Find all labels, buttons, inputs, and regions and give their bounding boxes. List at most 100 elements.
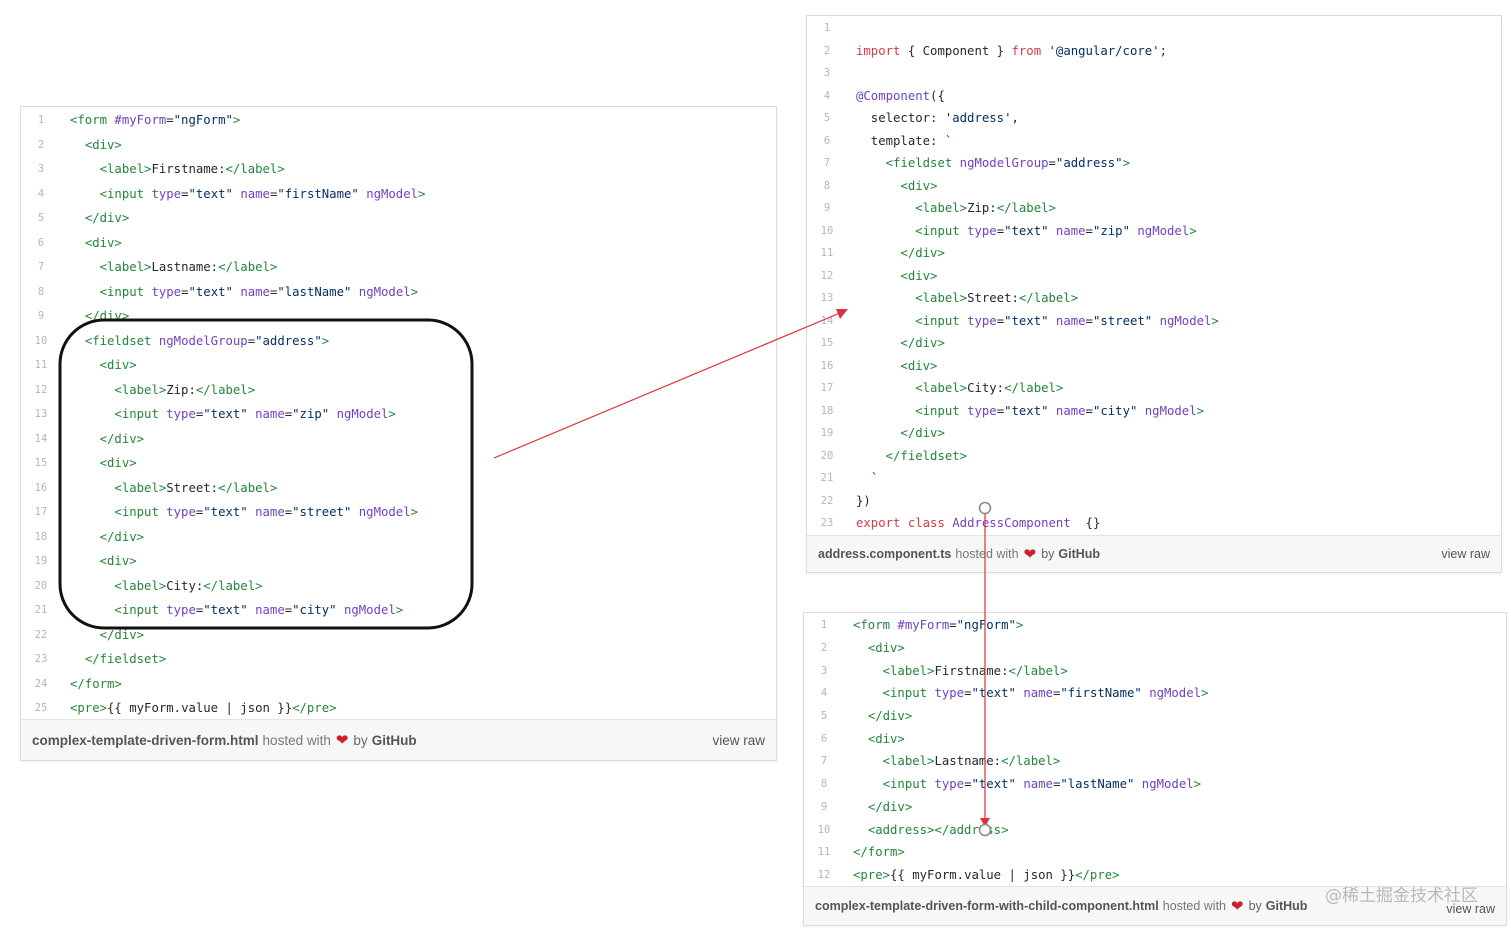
code-token: Zip: <box>967 201 997 216</box>
line-number: 5 <box>37 212 45 225</box>
line-number: 2 <box>820 642 828 655</box>
line-number: 16 <box>820 359 834 372</box>
code-token: template: <box>856 133 945 148</box>
code-token <box>853 823 868 837</box>
code-text: </form> <box>844 845 905 859</box>
code-token: > <box>410 284 419 299</box>
line-number: 7 <box>37 261 45 274</box>
line-number: 4 <box>823 89 831 102</box>
gist-filename-link[interactable]: complex-template-driven-form.html <box>32 732 259 748</box>
code-token: = <box>1052 686 1061 701</box>
line-number: 19 <box>820 427 834 440</box>
line-number: 8 <box>823 179 831 192</box>
code-token: </div> <box>900 246 945 261</box>
code-text: </div> <box>61 211 129 225</box>
code-token <box>70 358 100 372</box>
code-token <box>70 628 100 642</box>
code-text: </div> <box>847 426 944 440</box>
code-token <box>70 211 85 225</box>
code-token <box>70 187 100 201</box>
code-text: ` <box>847 471 878 485</box>
github-link[interactable]: GitHub <box>1265 899 1308 913</box>
code-token: <label> <box>114 578 167 593</box>
code-token: <label> <box>915 291 968 306</box>
line-number: 8 <box>820 778 828 791</box>
code-text: </div> <box>61 309 129 323</box>
code-token: "text" <box>971 777 1016 792</box>
code-token: > <box>395 603 404 618</box>
code-token: > <box>232 113 241 128</box>
code-token: <div> <box>867 641 905 656</box>
code-token: > <box>1015 618 1024 633</box>
code-token: Lastname: <box>934 754 1002 769</box>
line-number: 10 <box>817 823 831 836</box>
code-text: import { Component } from '@angular/core… <box>847 44 1167 58</box>
code-token: > <box>321 333 330 348</box>
code-line: 15 </div> <box>807 332 1501 355</box>
code-token: </div> <box>84 211 130 226</box>
code-token: <div> <box>99 358 137 373</box>
code-token: ngModel <box>358 505 411 520</box>
gist-filename-link[interactable]: complex-template-driven-form-with-child-… <box>815 899 1159 913</box>
code-block: 1<form #myForm="ngForm">2 <div>3 <label>… <box>21 107 776 721</box>
gist-footer: complex-template-driven-form.html hosted… <box>21 719 776 760</box>
line-number: 7 <box>820 755 828 768</box>
code-token: <input <box>915 313 968 328</box>
code-token: </pre> <box>1075 867 1120 882</box>
line-number: 14 <box>34 432 48 445</box>
line-number: 5 <box>820 710 828 723</box>
code-token: > <box>1211 313 1219 328</box>
code-token: name <box>255 603 285 618</box>
code-token: "text" <box>203 505 248 520</box>
gist-filename-link[interactable]: address.component.ts <box>818 547 952 561</box>
code-token: import <box>856 43 901 58</box>
gist-footer: complex-template-driven-form-with-child-… <box>804 886 1506 925</box>
code-token: "city" <box>1092 403 1138 418</box>
code-token <box>70 407 114 421</box>
code-token <box>853 732 868 746</box>
code-token <box>70 603 114 617</box>
code-token: </fieldset> <box>885 448 968 463</box>
view-raw-link[interactable]: view raw <box>1441 547 1490 561</box>
code-token: '@angular/core' <box>1048 43 1160 58</box>
gist-complex-template-driven-form: 1<form #myForm="ngForm">2 <div>3 <label>… <box>20 106 777 761</box>
code-token: <div> <box>84 235 122 250</box>
code-token: <pre> <box>853 867 891 882</box>
code-token: #myForm <box>897 618 950 633</box>
code-line: 10 <address></address> <box>804 818 1506 841</box>
code-text: <label>Street:</label> <box>847 291 1078 305</box>
github-link[interactable]: GitHub <box>371 732 417 748</box>
code-token: </div> <box>867 709 913 724</box>
code-token: name <box>1023 777 1053 792</box>
by-text: by <box>353 732 368 748</box>
code-token: = <box>996 223 1005 238</box>
code-token <box>900 516 907 530</box>
code-token: ; <box>1159 43 1167 58</box>
line-number: 12 <box>34 383 48 396</box>
code-token: </form> <box>70 676 122 691</box>
code-line: 21 ` <box>807 467 1501 490</box>
view-raw-link[interactable]: view raw <box>712 732 765 748</box>
code-line: 18 </div> <box>21 525 776 550</box>
code-token: name <box>1023 686 1053 701</box>
line-number: 24 <box>34 677 48 690</box>
github-link[interactable]: GitHub <box>1058 547 1101 561</box>
code-token: = <box>964 777 972 792</box>
code-text: <label>Firstname:</label> <box>844 664 1068 678</box>
code-token <box>853 686 883 700</box>
code-text: </div> <box>847 336 944 350</box>
view-raw-link[interactable]: view raw <box>1446 902 1495 916</box>
code-token <box>70 285 100 299</box>
code-token: </label> <box>195 382 256 397</box>
code-token <box>70 138 85 152</box>
code-token: > <box>1201 686 1209 701</box>
line-number: 1 <box>820 619 828 632</box>
code-text: <label>Zip:</label> <box>847 201 1056 215</box>
line-number: 3 <box>37 163 45 176</box>
code-token: <input <box>915 223 968 238</box>
line-number: 6 <box>37 236 45 249</box>
code-token: AddressComponent <box>952 516 1071 531</box>
code-token: <label> <box>915 381 968 396</box>
code-token: type <box>166 407 196 422</box>
